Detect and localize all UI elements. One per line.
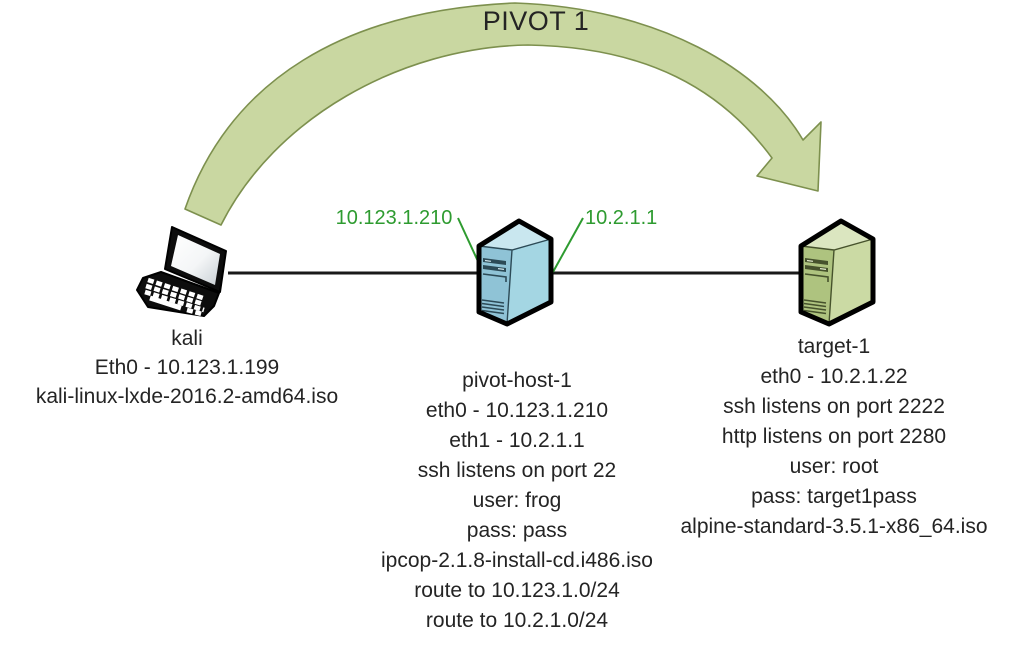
node-detail-line: route to 10.123.1.0/24 <box>414 579 620 602</box>
node-detail-line: user: frog <box>472 489 562 512</box>
server-tower-icon-target <box>798 218 876 327</box>
node-hostname: kali <box>171 327 203 350</box>
server-tower-icon-pivot <box>476 218 554 327</box>
node-detail-line: route to 10.2.1.0/24 <box>425 609 609 632</box>
node-detail-line: ipcop-2.1.8-install-cd.i486.iso <box>381 549 653 572</box>
node-detail-line: ssh listens on port 2222 <box>723 395 945 418</box>
pivot-arrow <box>184 2 822 226</box>
node-detail-line: pass: target1pass <box>751 485 917 508</box>
node-hostname: target-1 <box>797 335 871 358</box>
node-detail-line: eth0 - 10.123.1.210 <box>425 399 609 422</box>
node-detail-line: http listens on port 2280 <box>721 425 947 448</box>
node-label-kali: kali Eth0 - 10.123.1.199 kali-linux-lxde… <box>7 324 367 411</box>
node-detail-line: ssh listens on port 22 <box>417 459 617 482</box>
node-label-target-1: target-1 eth0 - 10.2.1.22 ssh listens on… <box>654 332 1014 542</box>
pivot-arrow-label: PIVOT 1 <box>482 6 590 36</box>
node-detail-line: pass: pass <box>466 519 568 542</box>
node-detail-line: eth1 - 10.2.1.1 <box>449 429 585 452</box>
node-hostname: pivot-host-1 <box>462 369 572 392</box>
node-detail-line: user: root <box>789 455 879 478</box>
node-detail-line: kali-linux-lxde-2016.2-amd64.iso <box>35 385 339 408</box>
laptop-icon <box>136 226 227 317</box>
interface-label-eth1: 10.2.1.1 <box>585 207 658 229</box>
node-detail-line: alpine-standard-3.5.1-x86_64.iso <box>680 515 988 538</box>
interface-label-eth0: 10.123.1.210 <box>335 207 453 229</box>
interface-connector-eth1 <box>552 217 584 273</box>
node-detail-line: Eth0 - 10.123.1.199 <box>94 356 280 379</box>
node-detail-line: eth0 - 10.2.1.22 <box>760 365 908 388</box>
node-label-pivot-host-1: pivot-host-1 eth0 - 10.123.1.210 eth1 - … <box>337 366 697 636</box>
